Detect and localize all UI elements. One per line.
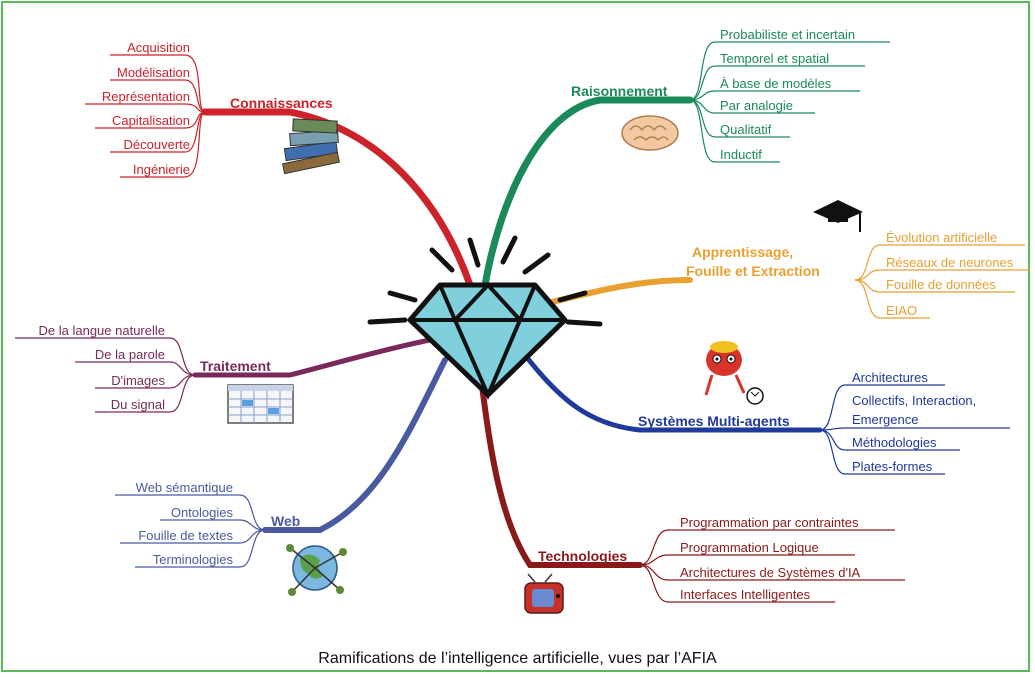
technologies-subbranches: [639, 529, 905, 603]
diamond-icon: [367, 235, 603, 401]
leaf-capitalisation: Capitalisation: [112, 113, 190, 128]
leaf-archi-systemes: Architectures de Systèmes d'IA: [680, 565, 861, 580]
leaf-evolution: Évolution artificielle: [886, 230, 997, 245]
globe-network-icon: [286, 544, 347, 596]
leaf-acquisition: Acquisition: [127, 40, 190, 55]
leaf-web-semantique: Web sémantique: [136, 480, 233, 495]
raisonnement-subbranches: [689, 41, 890, 163]
branch-label-web: Web: [271, 513, 300, 529]
branch-label-raisonnement: Raisonnement: [571, 83, 668, 99]
leaf-images: D'images: [111, 373, 165, 388]
traitement-subbranches: [15, 337, 196, 413]
branch-label-apprentissage-line2: Fouille et Extraction: [686, 263, 820, 279]
leaf-fouille-donnees: Fouille de données: [886, 277, 996, 292]
leaf-signal: Du signal: [111, 397, 165, 412]
leaf-representation: Représentation: [102, 89, 190, 104]
leaf-probabiliste: Probabiliste et incertain: [720, 27, 855, 42]
figure-caption: Ramifications de l’intelligence artifici…: [318, 650, 717, 667]
television-icon: [524, 573, 564, 614]
web-subbranches: [115, 494, 266, 568]
branch-connaissances: [201, 108, 474, 289]
leaf-reseaux: Réseaux de neurones: [886, 255, 1014, 270]
leaf-methodologies: Méthodologies: [852, 435, 937, 450]
leaf-qualitatif: Qualitatif: [720, 122, 772, 137]
leaf-langue-naturelle: De la langue naturelle: [39, 323, 165, 338]
multiagents-subbranches: [819, 384, 1010, 475]
leaf-prog-contraintes: Programmation par contraintes: [680, 515, 859, 530]
leaf-modelisation: Modélisation: [117, 65, 190, 80]
leaf-base-modeles: À base de modèles: [720, 76, 832, 91]
branch-web: [262, 357, 448, 533]
leaf-decouverte: Découverte: [124, 137, 190, 152]
leaf-fouille-textes: Fouille de textes: [138, 528, 233, 543]
robot-agent-icon: [704, 341, 764, 405]
leaf-plates-formes: Plates-formes: [852, 459, 933, 474]
leaf-analogie: Par analogie: [720, 98, 793, 113]
apprentissage-subbranches: [854, 244, 1030, 319]
branch-technologies: [477, 367, 643, 568]
leaf-emergence: Emergence: [852, 412, 918, 427]
leaf-temporel: Temporel et spatial: [720, 51, 829, 66]
books-icon: [281, 118, 341, 175]
connaissances-subbranches: [85, 54, 206, 178]
leaf-collectifs: Collectifs, Interaction,: [852, 393, 976, 408]
branch-multiagents: [522, 352, 823, 433]
leaf-interfaces: Interfaces Intelligentes: [680, 587, 811, 602]
brain-icon: [621, 115, 679, 151]
leaf-ingenierie: Ingénierie: [133, 162, 190, 177]
branch-label-technologies: Technologies: [538, 548, 627, 564]
leaf-ontologies: Ontologies: [171, 505, 234, 520]
branch-traitement: [192, 337, 433, 378]
branch-label-apprentissage-line1: Apprentissage,: [692, 244, 793, 260]
branch-label-connaissances: Connaissances: [230, 95, 333, 111]
leaf-terminologies: Terminologies: [153, 552, 234, 567]
leaf-eiao: EIAO: [886, 303, 917, 318]
spreadsheet-icon: [227, 384, 294, 424]
graduation-cap-icon: [813, 200, 863, 232]
branch-label-traitement: Traitement: [200, 358, 271, 374]
leaf-parole: De la parole: [95, 347, 165, 362]
branch-raisonnement: [481, 96, 694, 289]
leaf-architectures: Architectures: [852, 370, 928, 385]
branch-label-multiagents: Systèmes Multi-agents: [638, 413, 790, 429]
leaf-inductif: Inductif: [720, 147, 762, 162]
leaf-prog-logique: Programmation Logique: [680, 540, 819, 555]
